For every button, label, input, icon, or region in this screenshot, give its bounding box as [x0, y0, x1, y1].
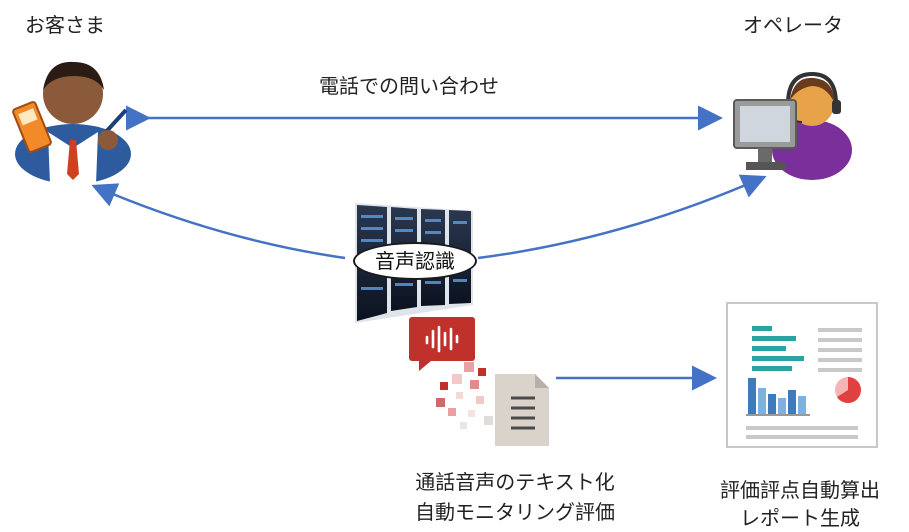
- operator-label: オペレータ: [743, 13, 843, 37]
- text-document-icon: [495, 374, 549, 446]
- speech-recognition-badge: 音声認識: [353, 242, 477, 280]
- customer-person-icon: [12, 61, 131, 184]
- audio-wave-icon: [409, 317, 475, 371]
- report-label-line1: 評価評点自動算出: [720, 478, 880, 502]
- operator-headset-icon: [733, 71, 852, 180]
- speech-recognition-label: 音声認識: [375, 249, 455, 273]
- recognition-to-operator-arrow: [477, 174, 767, 260]
- report-chart-icon: [726, 302, 878, 448]
- report-label-line2: レポート生成: [740, 506, 860, 530]
- transcription-label-line1: 通話音声のテキスト化: [415, 470, 615, 494]
- call-label: 電話での問い合わせ: [319, 74, 499, 98]
- transcription-label-line2: 自動モニタリング評価: [415, 500, 615, 524]
- pixel-fragments: [436, 362, 493, 429]
- customer-label: お客さま: [25, 13, 105, 37]
- recognition-to-customer-arrow: [91, 183, 346, 260]
